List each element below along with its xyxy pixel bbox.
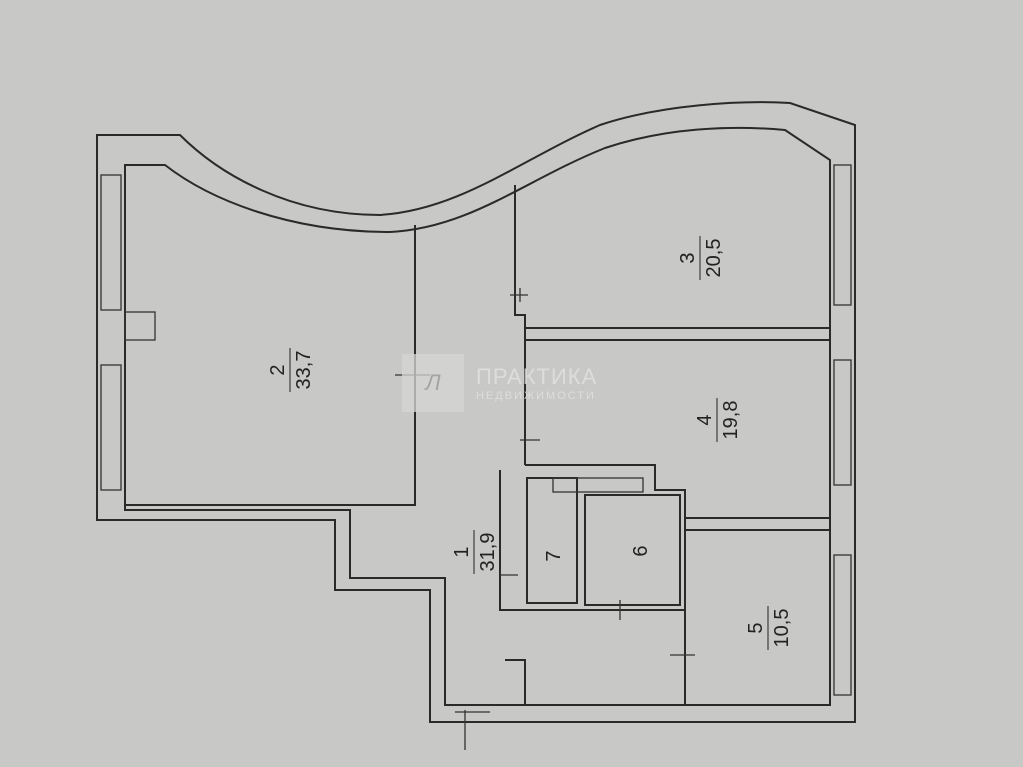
svg-text:4: 4 [694, 414, 716, 425]
room-labels: 1 31,9 2 33,7 3 20,5 4 19,8 5 10,5 6 7 [267, 236, 793, 650]
room-7-walls [526, 477, 578, 604]
watermark-logo: Л [402, 354, 464, 412]
svg-text:33,7: 33,7 [293, 351, 315, 390]
svg-text:20,5: 20,5 [703, 239, 725, 278]
room-6-walls [584, 494, 681, 606]
room-3-label: 3 20,5 [677, 236, 725, 280]
svg-text:31,9: 31,9 [477, 533, 499, 572]
svg-text:1: 1 [451, 546, 473, 557]
outer-wall [96, 101, 856, 723]
column [124, 311, 156, 341]
walls [96, 101, 856, 750]
watermark: Л ПРАКТИКА НЕДВИЖИМОСТИ [402, 354, 597, 412]
outer-wall-inner [124, 126, 831, 706]
room-1-label: 1 31,9 [451, 530, 499, 574]
window [100, 364, 122, 491]
room-6-label: 6 [630, 545, 652, 556]
room-7-label: 7 [543, 550, 565, 561]
svg-text:2: 2 [267, 364, 289, 375]
svg-text:19,8: 19,8 [720, 401, 742, 440]
room-4-label: 4 19,8 [694, 398, 742, 442]
room-2-label: 2 33,7 [267, 348, 315, 392]
svg-text:10,5: 10,5 [771, 609, 793, 648]
window [833, 359, 852, 486]
watermark-line1: ПРАКТИКА [476, 364, 598, 389]
svg-text:5: 5 [745, 622, 767, 633]
window [100, 174, 122, 311]
window [833, 554, 852, 696]
window [833, 164, 852, 306]
watermark-line2: НЕДВИЖИМОСТИ [476, 390, 596, 402]
svg-text:3: 3 [677, 252, 699, 263]
room-5-label: 5 10,5 [745, 606, 793, 650]
